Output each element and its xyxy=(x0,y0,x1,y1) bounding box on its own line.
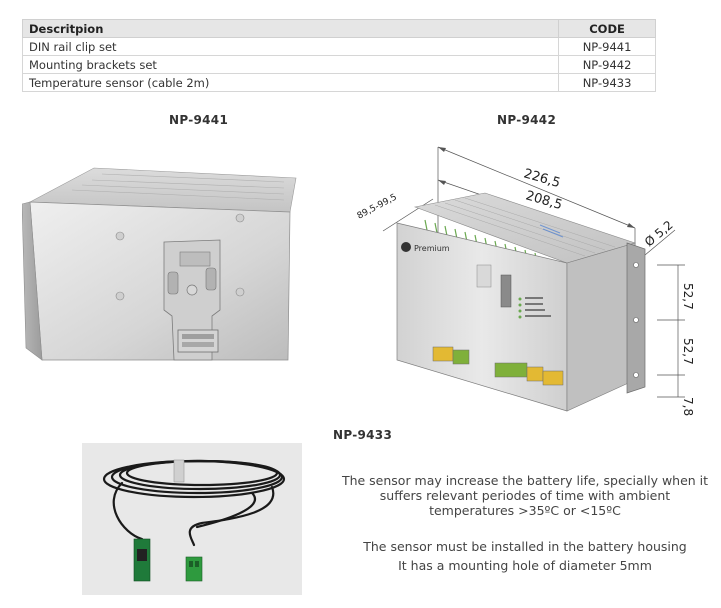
row-code: NP-9433 xyxy=(558,73,656,92)
dim-depth: 89,5-99,5 xyxy=(356,192,399,221)
table-row: Temperature sensor (cable 2m) NP-9433 xyxy=(21,73,656,92)
caption-brackets: NP-9442 xyxy=(497,113,557,127)
row-code: NP-9442 xyxy=(558,55,656,74)
accessories-table: Descritpion CODE DIN rail clip set NP-94… xyxy=(21,19,656,92)
table-row: Mounting brackets set NP-9442 xyxy=(21,55,656,74)
dim-vertical-3: 7,8 xyxy=(681,397,695,416)
sensor-mounting-hole-text: It has a mounting hole of diameter 5mm xyxy=(398,558,652,573)
row-description: DIN rail clip set xyxy=(21,37,560,56)
temperature-sensor-image xyxy=(82,443,302,595)
row-code: NP-9441 xyxy=(558,37,656,56)
header-description: Descritpion xyxy=(21,19,560,38)
caption-sensor: NP-9433 xyxy=(333,428,393,442)
table-row: DIN rail clip set NP-9441 xyxy=(21,37,656,56)
row-description: Temperature sensor (cable 2m) xyxy=(21,73,560,92)
row-description: Mounting brackets set xyxy=(21,55,560,74)
brand-label: Premium xyxy=(414,244,450,253)
sensor-installation-text: The sensor must be installed in the batt… xyxy=(363,539,687,554)
header-code: CODE xyxy=(558,19,656,38)
caption-din-clip: NP-9441 xyxy=(169,113,229,127)
dim-vertical-1: 52,7 xyxy=(681,283,695,310)
table-header-row: Descritpion CODE xyxy=(21,19,656,38)
mounting-brackets-drawing: 226,5 208,5 89,5-99,5 Ø 5,2 52,7 52,7 7,… xyxy=(356,146,695,416)
sensor-benefit-text: The sensor may increase the battery life… xyxy=(341,473,709,518)
dim-vertical-2: 52,7 xyxy=(681,338,695,365)
din-clip-rear-view-image xyxy=(22,167,297,361)
